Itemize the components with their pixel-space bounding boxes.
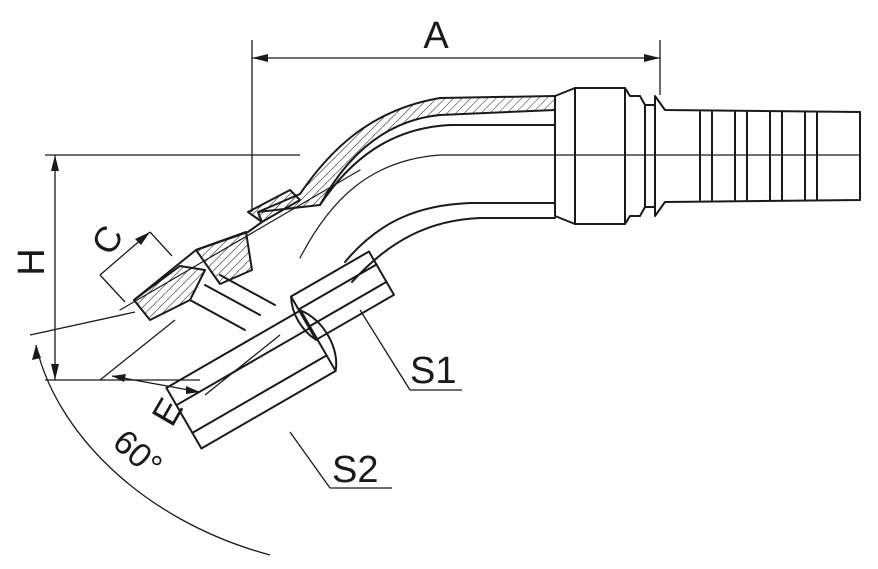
s1-hex-body <box>290 250 395 341</box>
seal-line-3 <box>219 274 276 306</box>
swivel-hatch-3 <box>133 265 206 321</box>
nut-s1 <box>290 250 395 341</box>
label-a: A <box>423 15 449 57</box>
leader-s1: S1 <box>359 309 462 392</box>
bend-wall-section <box>257 95 556 213</box>
nut-s2 <box>165 309 338 450</box>
label-e: E <box>143 391 191 432</box>
s2-hex-body <box>165 309 337 450</box>
leader-s2: S2 <box>289 431 392 491</box>
label-h: H <box>11 248 53 275</box>
bore-upper <box>319 124 556 206</box>
bend-lower-outline-2 <box>351 217 556 283</box>
swivel-hatch-1 <box>247 189 301 223</box>
seal-line-2 <box>204 284 261 316</box>
label-angle: 60° <box>106 423 170 486</box>
label-s2: S2 <box>332 449 378 491</box>
swivel-outline <box>133 211 263 301</box>
dimension-a: A <box>251 15 661 212</box>
tail-collar <box>554 87 861 225</box>
label-s1: S1 <box>410 350 456 392</box>
seal-line-1 <box>189 299 246 331</box>
angle-arc <box>35 344 271 556</box>
swivel-section <box>133 189 301 331</box>
hose-tail <box>554 87 861 225</box>
bend-lower-outline <box>344 202 556 263</box>
dimension-h: H <box>11 154 300 381</box>
swivel-centerline <box>119 169 361 311</box>
bore-centerline <box>299 154 861 259</box>
